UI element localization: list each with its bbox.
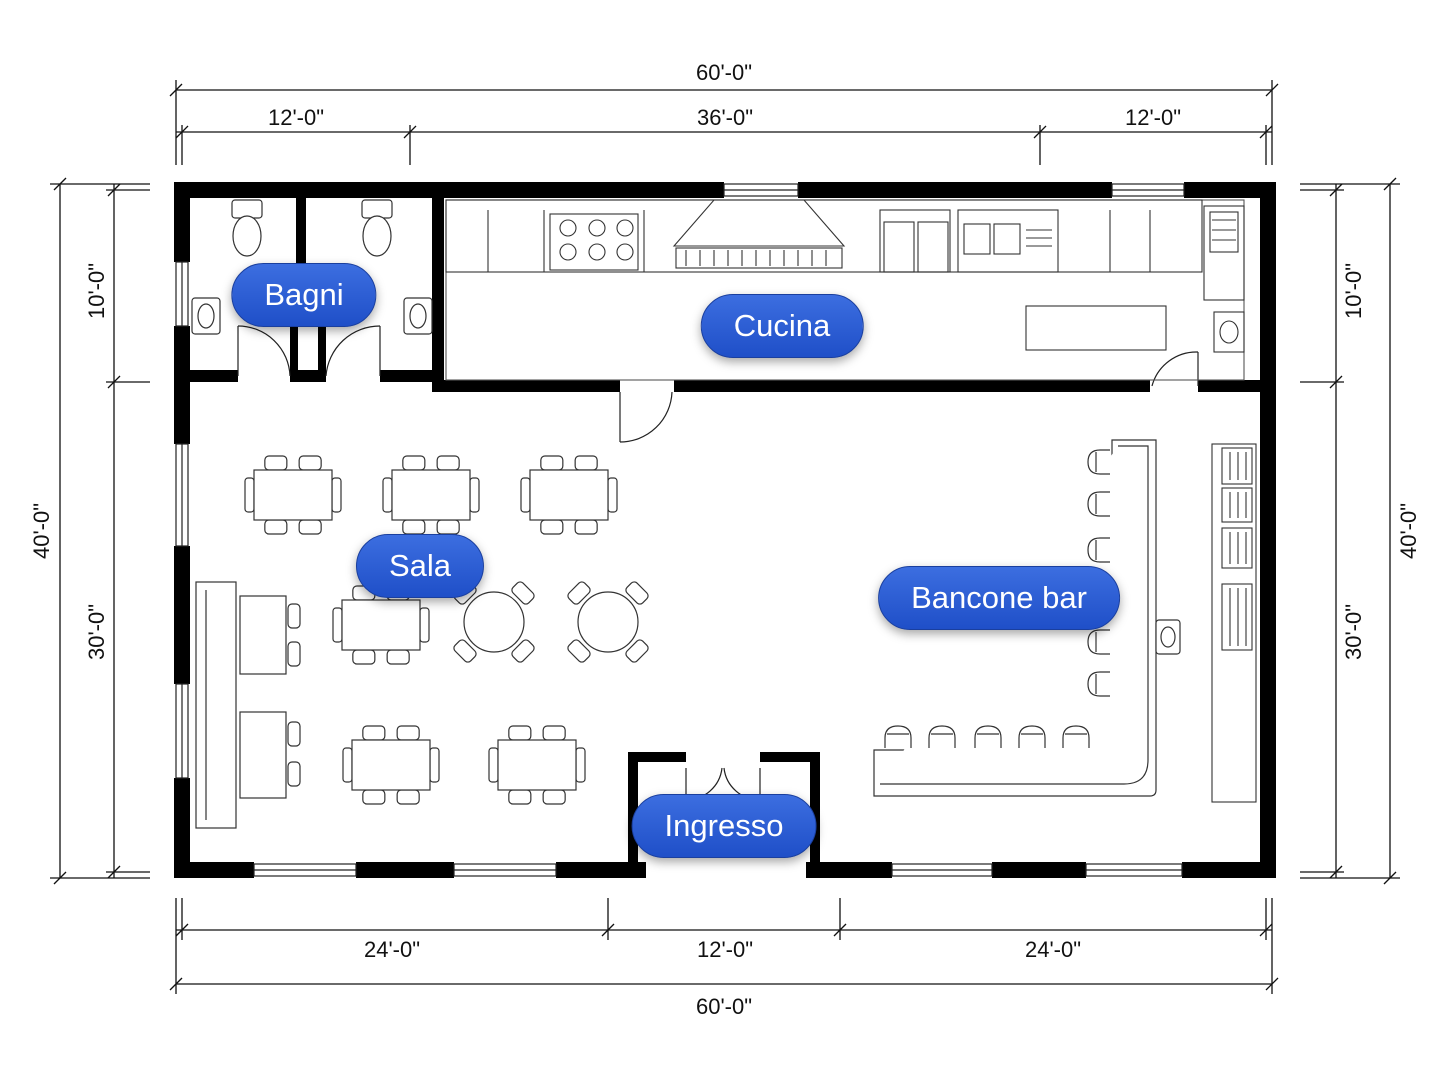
dining-table-group (488, 725, 586, 805)
chair (540, 519, 564, 535)
dining-table (253, 469, 333, 521)
chair (453, 639, 477, 663)
chair (362, 789, 386, 805)
chair (574, 519, 598, 535)
chair (511, 581, 535, 605)
chair (567, 581, 591, 605)
chair (508, 789, 532, 805)
chair (396, 789, 420, 805)
bathroom-fixtures (191, 199, 433, 335)
dim-left-total: 40'-0" (29, 503, 54, 559)
room-label-ingresso: Ingresso (631, 794, 817, 858)
chair (567, 639, 591, 663)
chair (342, 747, 353, 783)
dim-right-total: 40'-0" (1396, 503, 1421, 559)
chair (625, 581, 649, 605)
room-label-bancone-bar: Bancone bar (878, 566, 1120, 630)
chair (436, 519, 460, 535)
dim-bottom-mid: 12'-0" (697, 937, 753, 962)
dim-top-left: 12'-0" (268, 105, 324, 130)
chair (287, 761, 301, 787)
dining-table (351, 739, 431, 791)
bar-stool (1087, 537, 1110, 563)
chair (436, 455, 460, 471)
chair (331, 477, 342, 513)
chair (402, 519, 426, 535)
chair (625, 639, 649, 663)
chair (469, 477, 480, 513)
dim-right-lower: 30'-0" (1341, 604, 1366, 660)
room-label-cucina: Cucina (700, 294, 864, 358)
chair (382, 477, 393, 513)
dim-top-total: 60'-0" (696, 60, 752, 85)
round-table (577, 591, 639, 653)
bar-stool (1087, 629, 1110, 655)
dining-table-group (342, 725, 440, 805)
chair (429, 747, 440, 783)
chair (287, 641, 301, 667)
chair (386, 649, 410, 665)
dining-table (341, 599, 421, 651)
dim-left-upper: 10'-0" (84, 263, 109, 319)
dim-bottom-left: 24'-0" (364, 937, 420, 962)
chair (488, 747, 499, 783)
chair (352, 649, 376, 665)
round-table (463, 591, 525, 653)
chair (287, 721, 301, 747)
chair (511, 639, 535, 663)
dim-bottom-total: 60'-0" (696, 994, 752, 1019)
dining-furniture (244, 455, 649, 805)
dining-table-group (382, 455, 480, 535)
dim-bottom-right: 24'-0" (1025, 937, 1081, 962)
bar-stool (884, 725, 912, 748)
chair (520, 477, 531, 513)
chair (574, 455, 598, 471)
bar-stool (1087, 449, 1110, 475)
interior-walls (188, 196, 1262, 862)
bar-stool (1018, 725, 1046, 748)
chair (396, 725, 420, 741)
chair (244, 477, 255, 513)
chair (607, 477, 618, 513)
dim-top-right: 12'-0" (1125, 105, 1181, 130)
bar-stool (974, 725, 1002, 748)
chair (298, 455, 322, 471)
bar-stool (928, 725, 956, 748)
dim-top-mid: 36'-0" (697, 105, 753, 130)
chair (264, 455, 288, 471)
round-table-group (453, 581, 535, 663)
dining-table (391, 469, 471, 521)
chair (575, 747, 586, 783)
exterior-walls (174, 182, 1276, 878)
chair (298, 519, 322, 535)
bar-stool (1087, 491, 1110, 517)
dim-right-upper: 10'-0" (1341, 263, 1366, 319)
chair (542, 725, 566, 741)
chair (332, 607, 343, 643)
chair (362, 725, 386, 741)
chair (508, 725, 532, 741)
windows (175, 183, 1185, 877)
dining-table-group (520, 455, 618, 535)
room-label-bagni: Bagni (231, 263, 377, 327)
dining-table (529, 469, 609, 521)
chair (264, 519, 288, 535)
bar-stool (1087, 671, 1110, 697)
back-bar-shelving (1211, 443, 1257, 803)
room-label-sala: Sala (355, 534, 485, 598)
dining-table (497, 739, 577, 791)
kitchen-equipment (445, 199, 1245, 381)
bar-stool (1062, 725, 1090, 748)
banquette (195, 581, 287, 829)
chair (402, 455, 426, 471)
dining-table-group (244, 455, 342, 535)
chair (542, 789, 566, 805)
chair (287, 603, 301, 629)
chair (419, 607, 430, 643)
dimension-lines (50, 80, 1400, 994)
chair (540, 455, 564, 471)
round-table-group (567, 581, 649, 663)
dim-left-lower: 30'-0" (84, 604, 109, 660)
